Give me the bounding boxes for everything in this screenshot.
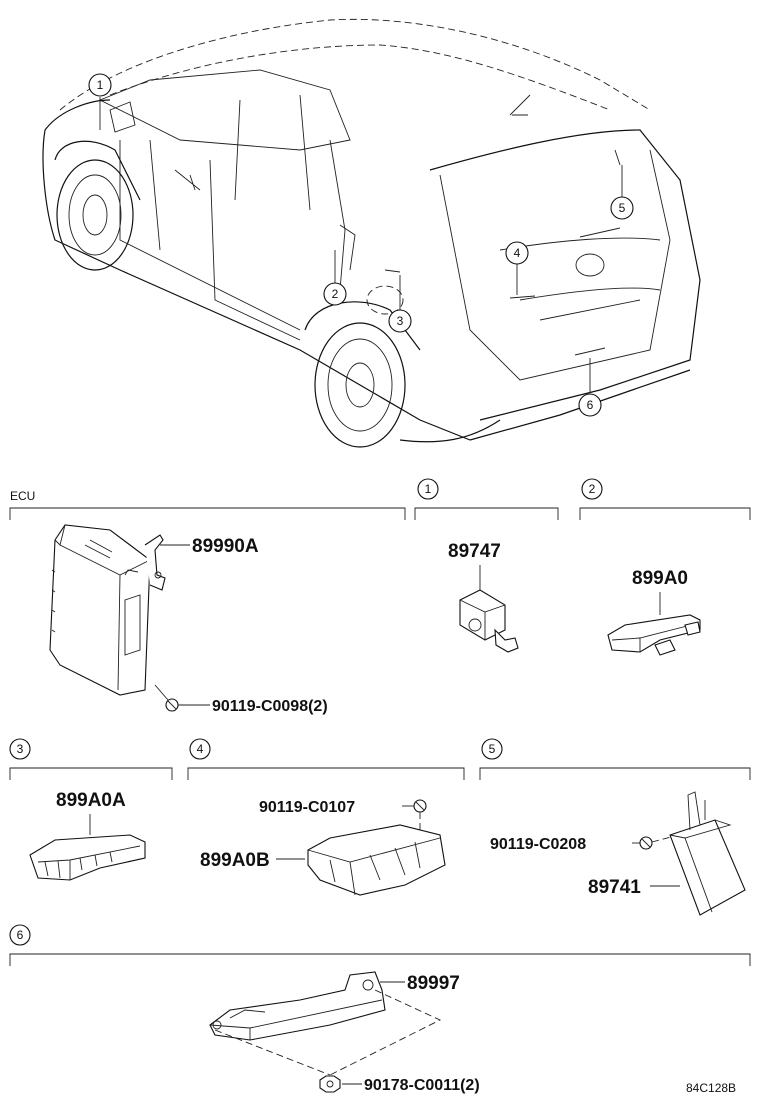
svg-text:4: 4 xyxy=(514,246,521,260)
callout-4: 4 xyxy=(505,241,529,295)
part-89997: 89997 xyxy=(209,971,460,1076)
section-ecu-header: ECU xyxy=(9,489,406,520)
part-899A0B: 899A0B xyxy=(200,824,446,896)
svg-text:89747: 89747 xyxy=(448,541,501,562)
part-899A0: 899A0 xyxy=(607,568,701,656)
svg-text:5: 5 xyxy=(619,201,626,215)
part-4-screw: 90119-C0107 xyxy=(259,799,427,840)
diagram-code: 84C128B xyxy=(686,1081,736,1095)
svg-text:89990A: 89990A xyxy=(192,536,259,557)
svg-text:89741: 89741 xyxy=(588,877,641,898)
part-89741: 89741 xyxy=(588,791,746,916)
svg-text:899A0B: 899A0B xyxy=(200,850,270,871)
part-89747: 89747 xyxy=(448,541,519,653)
svg-text:2: 2 xyxy=(589,482,596,496)
callout-5: 5 xyxy=(610,165,634,220)
svg-text:3: 3 xyxy=(397,314,404,328)
section-1-header: 1 xyxy=(414,478,559,520)
svg-text:90119-C0107: 90119-C0107 xyxy=(259,799,355,816)
vehicle-illustration xyxy=(42,18,701,448)
part-899A0A: 899A0A xyxy=(29,790,146,881)
ecu-part-label: 89990A xyxy=(160,536,259,557)
part-5-screw: 90119-C0208 xyxy=(490,835,676,853)
svg-text:90119-C0208: 90119-C0208 xyxy=(490,836,586,853)
callout-3: 3 xyxy=(388,275,412,333)
svg-text:1: 1 xyxy=(425,482,432,496)
svg-text:6: 6 xyxy=(17,928,24,942)
ecu-module-drawing xyxy=(49,524,166,696)
callout-2: 2 xyxy=(323,250,347,306)
svg-text:1: 1 xyxy=(97,78,104,92)
section-5-header: 5 xyxy=(479,738,751,780)
callout-6: 6 xyxy=(578,358,602,417)
svg-text:2: 2 xyxy=(332,287,339,301)
svg-text:3: 3 xyxy=(17,742,24,756)
svg-text:90119-C0098(2): 90119-C0098(2) xyxy=(212,698,328,715)
ecu-screw: 90119-C0098(2) xyxy=(154,684,328,715)
svg-text:4: 4 xyxy=(197,742,204,756)
svg-text:6: 6 xyxy=(587,398,594,412)
svg-text:899A0A: 899A0A xyxy=(56,790,126,811)
svg-text:ECU: ECU xyxy=(10,489,35,503)
svg-text:5: 5 xyxy=(489,742,496,756)
svg-text:90178-C0011(2): 90178-C0011(2) xyxy=(364,1077,480,1094)
section-3-header: 3 xyxy=(9,738,173,780)
svg-text:899A0: 899A0 xyxy=(632,568,688,589)
section-4-header: 4 xyxy=(187,738,465,780)
svg-text:89997: 89997 xyxy=(407,973,460,994)
car-callouts: 1 2 3 4 5 6 xyxy=(88,73,634,417)
part-6-nut: 90178-C0011(2) xyxy=(319,1075,480,1094)
callout-1: 1 xyxy=(88,73,112,130)
section-6-header: 6 xyxy=(9,924,751,966)
section-2-header: 2 xyxy=(579,478,751,520)
